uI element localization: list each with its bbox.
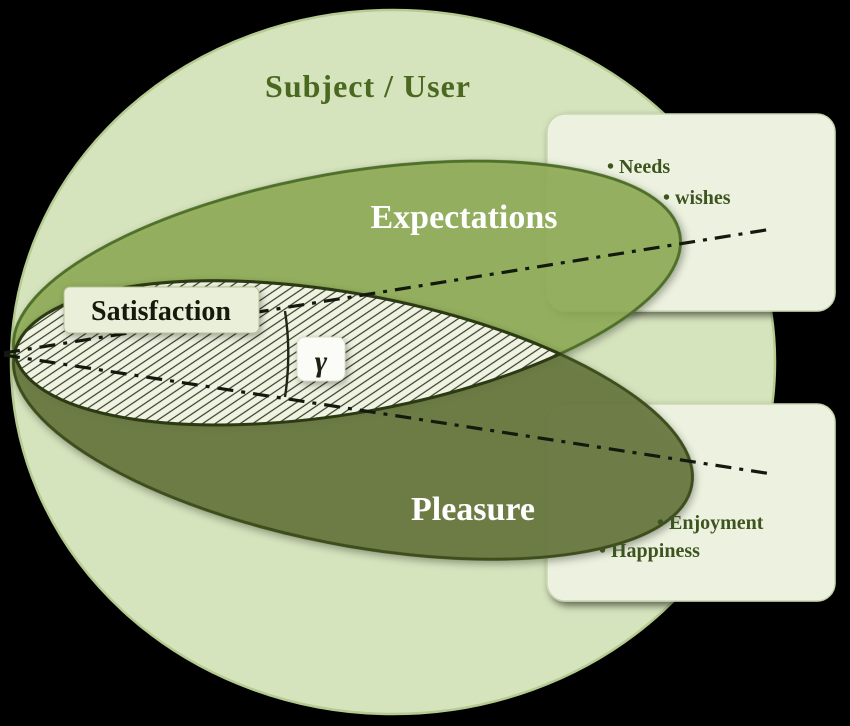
subject-user-label: Subject / User [265,68,471,104]
gamma-label: γ [315,345,328,378]
satisfaction-label-box [63,286,260,334]
happiness-bullet: • Happiness [599,540,700,562]
expectations-label: Expectations [371,199,558,236]
enjoyment-bullet: • Enjoyment [657,512,764,534]
gamma-angle-arc [283,310,290,398]
expectations-axis-line [3,227,773,355]
wishes-bullet: • wishes [663,187,731,209]
satisfaction-label: Satisfaction [91,296,231,327]
gamma-label-box [296,336,346,382]
needs-bullet: • Needs [607,156,670,178]
pleasure-label: Pleasure [411,491,535,528]
